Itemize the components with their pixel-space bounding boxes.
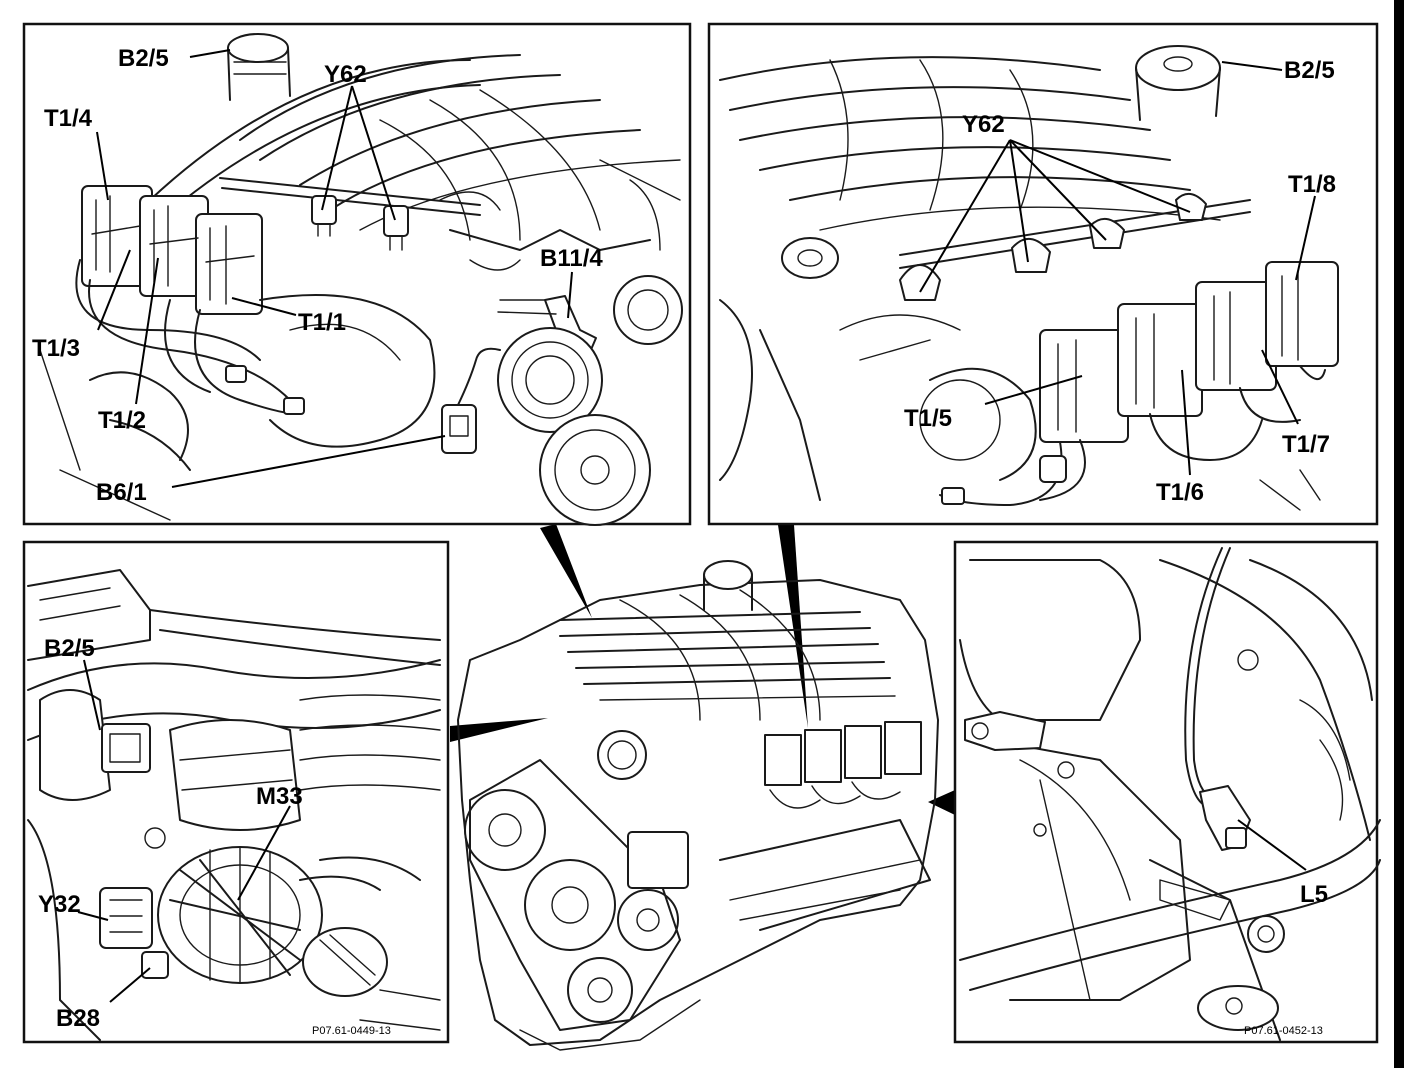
pointer-to-bottom-left-panel [450, 718, 548, 742]
line-art [959, 547, 1381, 1041]
callout-leaders [96, 49, 573, 488]
label-t1-7: T1/7 [1282, 431, 1330, 458]
label-y62: Y62 [962, 111, 1005, 138]
detail-panel-bottom-left: B2/5 M33 Y32 B28 P07.61-0449-13 [22, 540, 450, 1044]
label-t1-5: T1/5 [904, 405, 952, 432]
callout-leaders [77, 659, 291, 1003]
label-t1-2: T1/2 [98, 407, 146, 434]
label-t1-6: T1/6 [1156, 479, 1204, 506]
callout-leaders [1237, 819, 1307, 871]
label-y32: Y32 [38, 891, 81, 918]
label-b2-5: B2/5 [118, 45, 169, 72]
label-t1-4: T1/4 [44, 105, 93, 132]
label-b2-5: B2/5 [44, 635, 95, 662]
center-engine-overview [450, 524, 955, 1051]
line-art [719, 45, 1339, 511]
label-b28: B28 [56, 1005, 100, 1032]
label-b2-5: B2/5 [1284, 57, 1335, 84]
label-t1-1: T1/1 [298, 309, 346, 336]
label-l5: L5 [1300, 881, 1328, 908]
pointer-to-top-left-panel [540, 524, 592, 618]
page-edge-bar [1394, 0, 1404, 1068]
label-y62: Y62 [324, 61, 367, 88]
panel-frame [953, 540, 1379, 1044]
label-t1-3: T1/3 [32, 335, 80, 362]
detail-panel-top-left: B2/5 Y62 T1/4 T1/3 T1/1 T1/2 B11/4 B6/1 [22, 22, 692, 526]
label-t1-8: T1/8 [1288, 171, 1336, 198]
label-b11-4: B11/4 [540, 245, 603, 272]
detail-panel-bottom-right: L5 P07.61-0452-13 [953, 540, 1381, 1044]
label-m33: M33 [256, 783, 303, 810]
detail-panel-top-right: B2/5 Y62 T1/8 T1/5 T1/7 T1/6 [707, 22, 1379, 526]
pointer-to-top-right-panel [778, 525, 808, 728]
label-b6-1: B6/1 [96, 479, 147, 506]
figure-reference-code: P07.61-0452-13 [1244, 1025, 1323, 1037]
line-art [39, 33, 683, 526]
pointer-to-bottom-right-panel [928, 790, 955, 815]
callout-leaders [919, 61, 1316, 476]
figure-reference-code: P07.61-0449-13 [312, 1025, 391, 1037]
